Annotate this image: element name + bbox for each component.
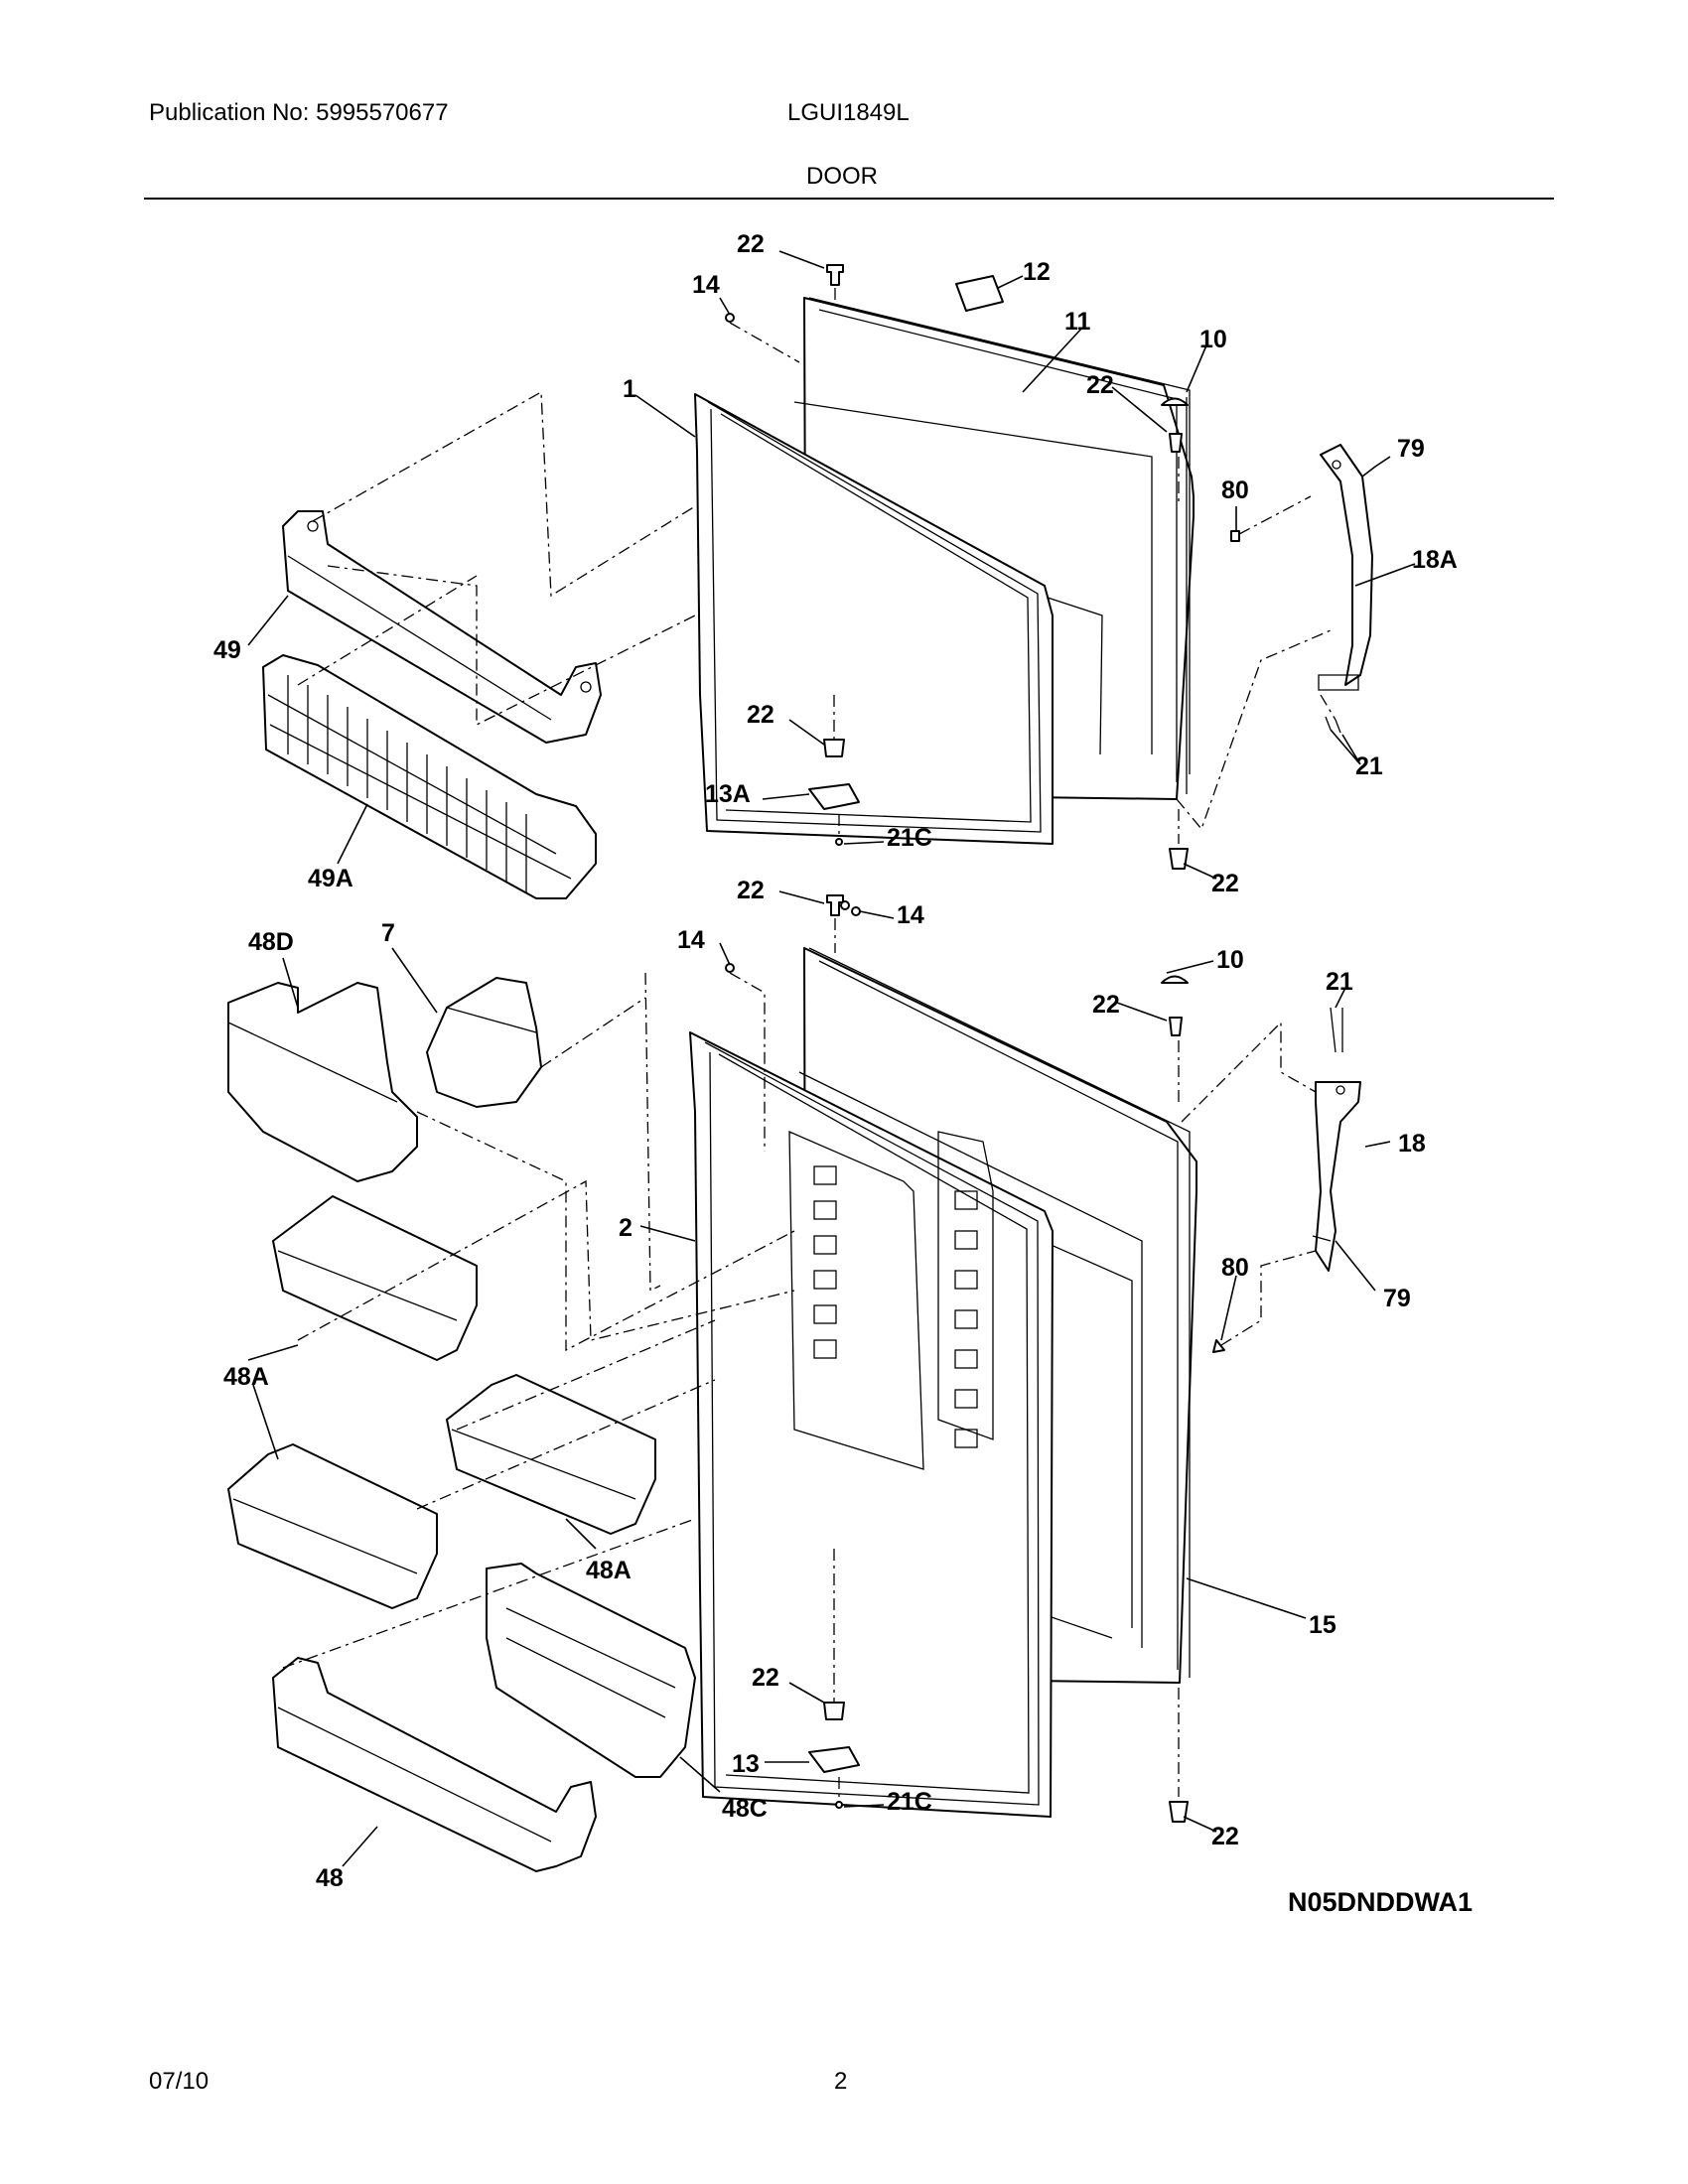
callout-1: 1 — [623, 375, 636, 403]
header-rule — [144, 198, 1554, 200]
callout-22: 22 — [1211, 1823, 1239, 1850]
fresh-food-door-gasket — [689, 1031, 1054, 1818]
fresh-food-dash-lines — [282, 918, 1317, 1802]
callout-10: 10 — [1199, 326, 1227, 353]
callout-48: 48 — [316, 1864, 344, 1892]
callout-22: 22 — [747, 701, 774, 729]
leader-lines — [247, 250, 1416, 1867]
callout-21C: 21C — [887, 1788, 932, 1816]
callout-12: 12 — [1023, 258, 1051, 286]
diagram-code: N05DNDDWA1 — [1288, 1887, 1473, 1917]
freezer-door-gasket — [694, 393, 1054, 845]
freezer-dash-lines — [297, 288, 1336, 844]
freezer-wire-basket — [262, 654, 597, 899]
callout-22: 22 — [1086, 371, 1114, 399]
callout-21: 21 — [1326, 968, 1353, 996]
callout-48C: 48C — [722, 1795, 768, 1823]
publication-number: Publication No: 5995570677 — [149, 99, 449, 126]
callout-18A: 18A — [1412, 546, 1458, 574]
callout-21: 21 — [1355, 752, 1383, 780]
freezer-shelf-bar — [282, 510, 602, 744]
callout-79: 79 — [1397, 435, 1425, 463]
model-number: LGUI1849L — [787, 99, 910, 126]
footer-date: 07/10 — [149, 2068, 210, 2095]
callout-11: 11 — [1064, 308, 1091, 336]
callout-2: 2 — [619, 1214, 633, 1242]
callout-22: 22 — [752, 1664, 779, 1692]
callout-13A: 13A — [705, 780, 751, 808]
section-title: DOOR — [806, 163, 878, 190]
callout-18: 18 — [1398, 1130, 1426, 1158]
callout-labels: 22 12 14 11 10 22 1 80 79 18A 49 22 21 1… — [213, 230, 1473, 1917]
fresh-food-hardware — [725, 894, 1343, 1823]
callout-21C: 21C — [887, 824, 932, 852]
callout-80: 80 — [1221, 477, 1249, 504]
callout-7: 7 — [381, 919, 395, 947]
callout-14: 14 — [897, 901, 924, 929]
callout-48A: 48A — [223, 1363, 269, 1391]
callout-10: 10 — [1216, 946, 1244, 974]
callout-15: 15 — [1309, 1611, 1336, 1639]
callout-22: 22 — [737, 230, 765, 258]
freezer-door-handle — [1318, 444, 1373, 691]
callout-48A: 48A — [586, 1557, 632, 1584]
callout-14: 14 — [692, 271, 720, 299]
callout-80: 80 — [1221, 1254, 1249, 1282]
callout-22: 22 — [1211, 870, 1239, 897]
callout-49: 49 — [213, 636, 241, 664]
fresh-food-inner-liner — [788, 1131, 994, 1470]
callout-48D: 48D — [248, 928, 294, 956]
callout-79: 79 — [1383, 1285, 1411, 1312]
callout-22: 22 — [737, 877, 765, 904]
callout-49A: 49A — [308, 865, 353, 892]
page-number: 2 — [834, 2068, 848, 2095]
callout-14: 14 — [677, 926, 705, 954]
fresh-food-door-handle — [1312, 1081, 1361, 1272]
fresh-food-bins — [227, 977, 696, 1872]
callout-13: 13 — [732, 1750, 760, 1778]
callout-22: 22 — [1092, 991, 1120, 1019]
freezer-hardware — [725, 264, 1341, 870]
